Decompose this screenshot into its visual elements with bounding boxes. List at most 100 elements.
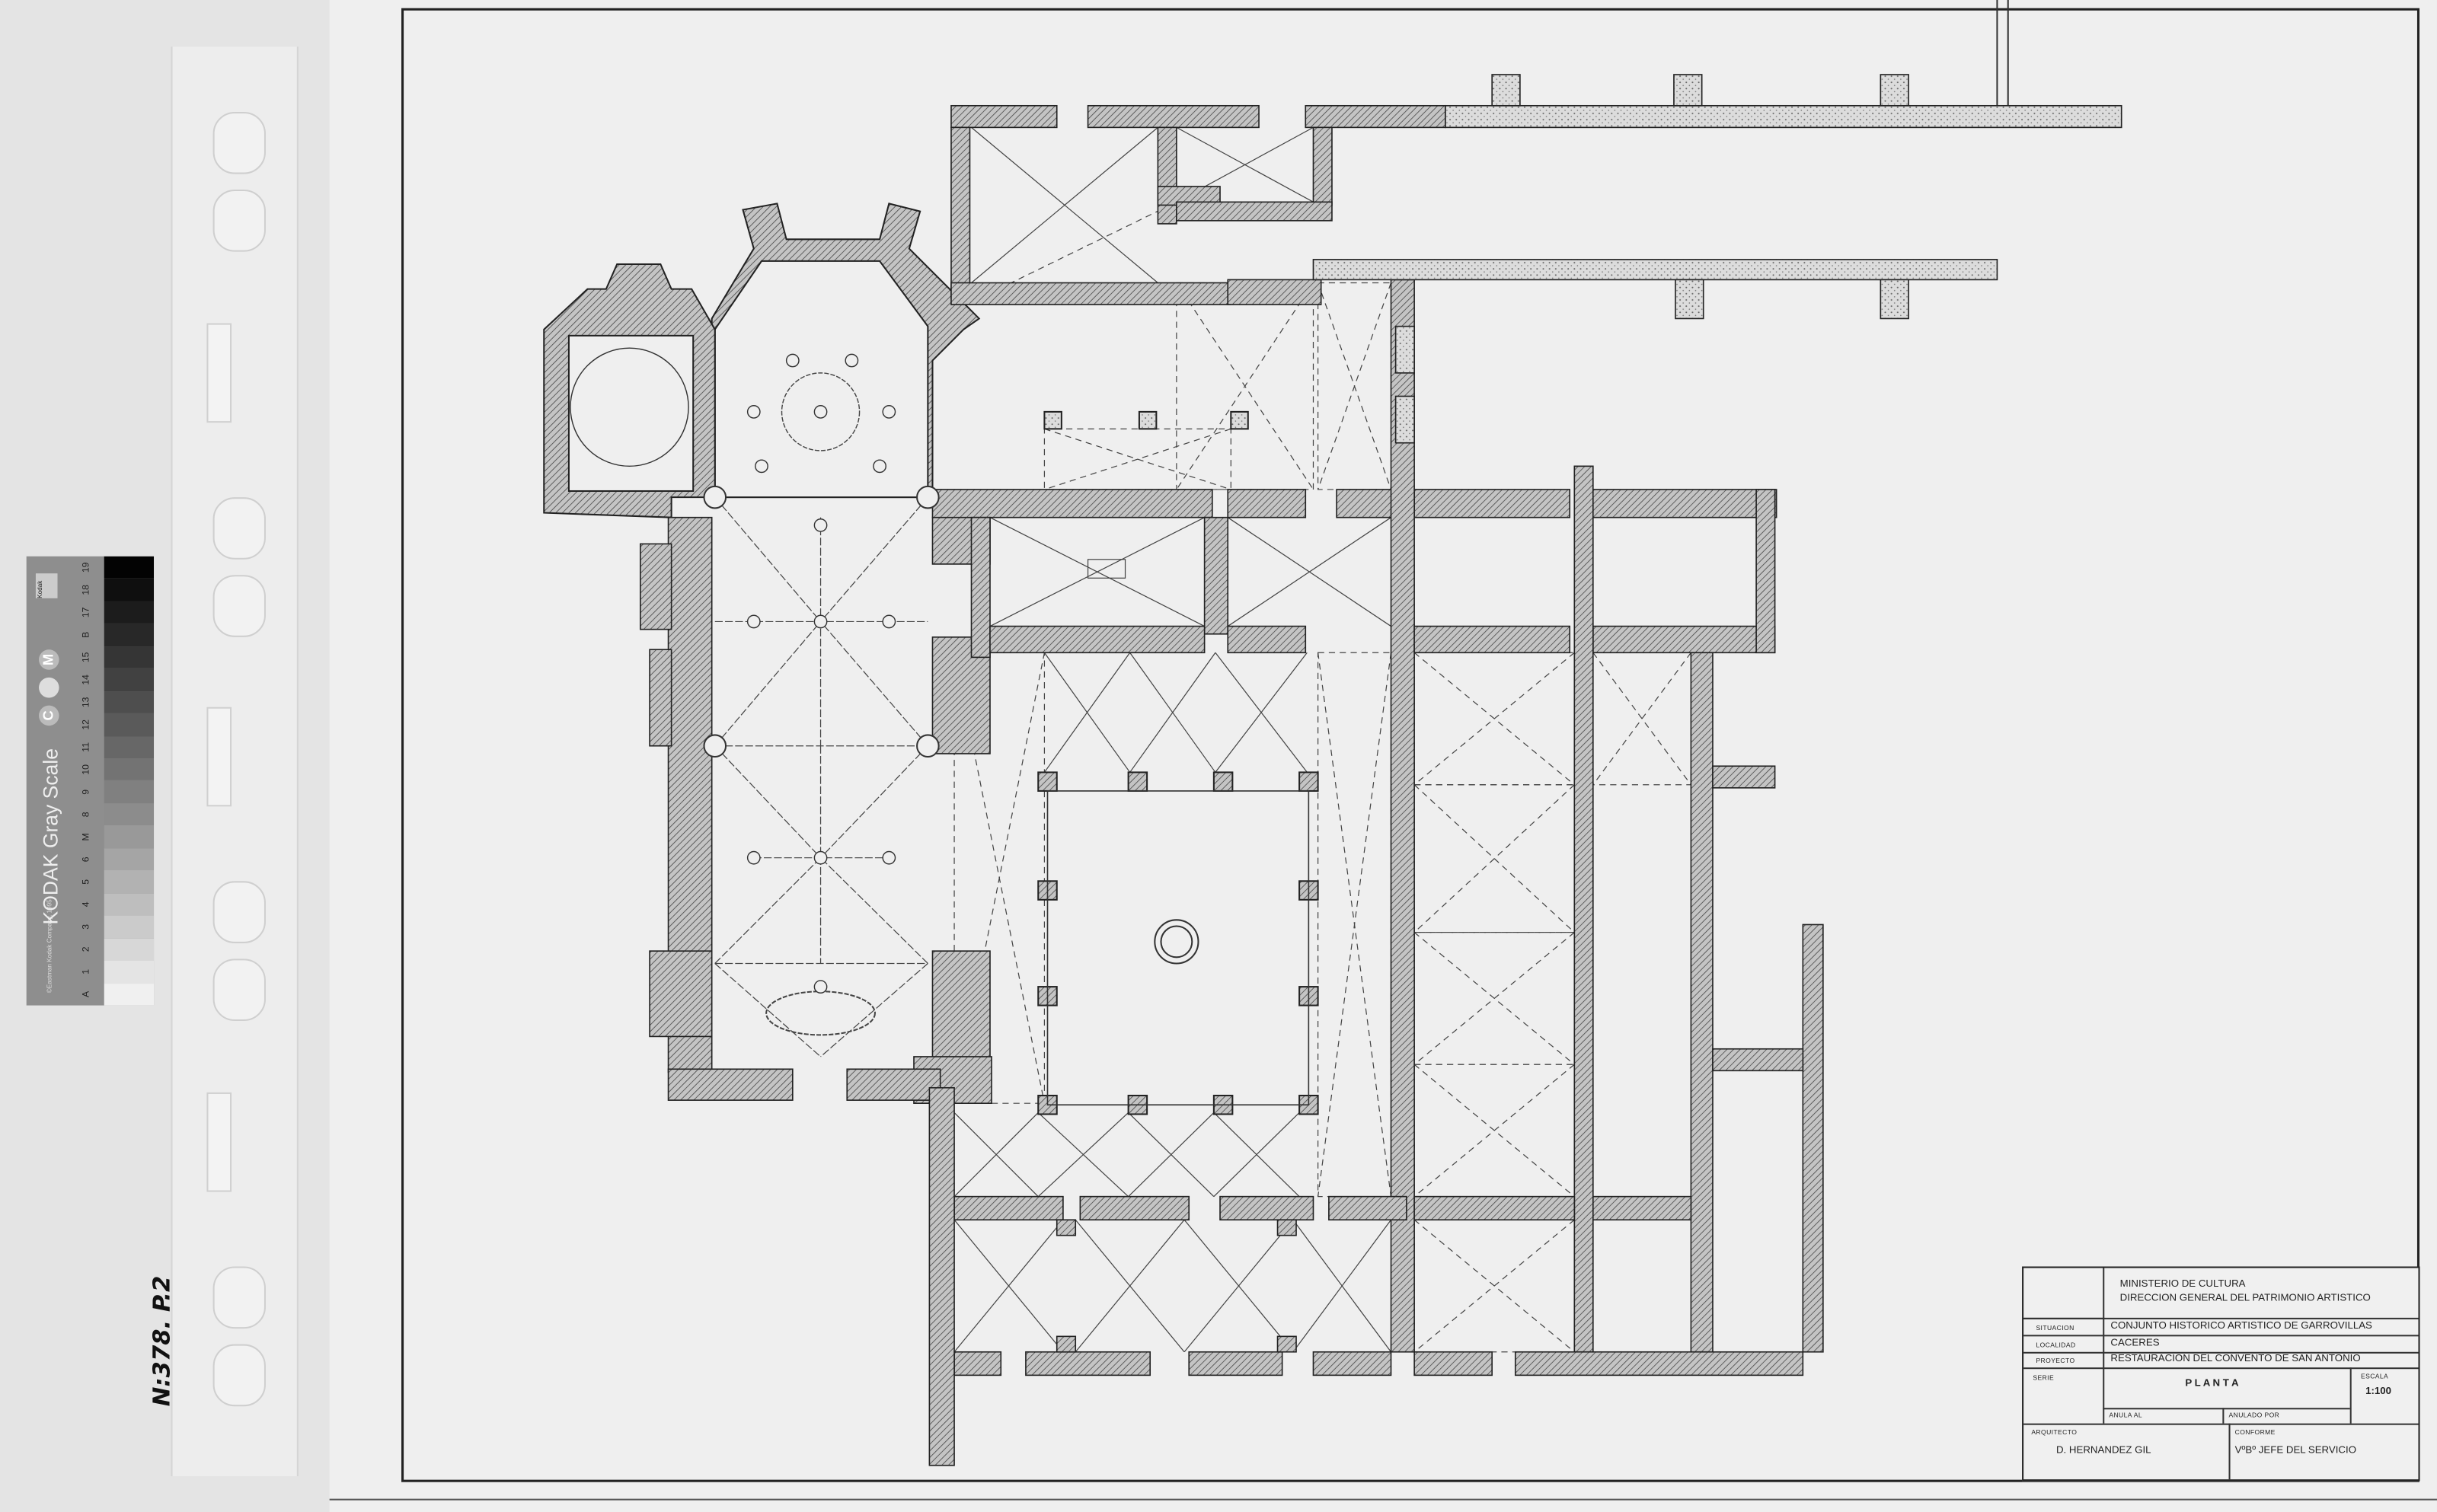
ruined-wall — [1394, 395, 1415, 444]
column-respond — [703, 734, 727, 758]
escala-label: ESCALA — [2360, 1372, 2389, 1380]
wall — [667, 1068, 794, 1101]
film-sleeve — [171, 46, 299, 1477]
cloister-pillar — [1037, 771, 1058, 792]
wall — [989, 625, 1206, 654]
ruined-wall — [1880, 74, 1909, 107]
sleeve-hole — [212, 190, 266, 252]
wall — [1056, 1219, 1077, 1236]
dashed-rib — [1413, 1219, 1575, 1353]
vault-boss — [813, 405, 828, 419]
column-respond — [916, 734, 940, 758]
vault-boss — [882, 614, 896, 629]
sleeve-hole — [212, 1266, 266, 1329]
column-respond — [703, 485, 727, 509]
wall — [1802, 923, 1824, 1353]
wall — [1056, 1335, 1077, 1353]
sheet-title: P L A N T A — [2185, 1378, 2239, 1389]
wall — [953, 1351, 1002, 1376]
cloister-pillar — [1127, 771, 1148, 792]
vault-boss — [785, 353, 800, 368]
wall — [1712, 1048, 1804, 1072]
dashed-rib — [1592, 652, 1691, 786]
church-vault-rib — [714, 963, 821, 1057]
wall — [1203, 516, 1229, 635]
wall — [970, 516, 991, 659]
church-vault-rib — [714, 745, 821, 859]
ruined-wall — [1312, 259, 1998, 281]
vault-rib — [953, 1112, 1039, 1198]
church-vault-rib — [714, 496, 822, 622]
wall — [928, 1086, 955, 1466]
ruined-wall — [1445, 104, 2122, 129]
vault-rib — [1292, 1219, 1392, 1353]
church-vault-rib — [714, 857, 821, 964]
pillar — [1138, 410, 1158, 430]
sleeve-slot — [206, 323, 232, 423]
vault-boss — [746, 850, 761, 865]
wall — [1328, 1195, 1407, 1221]
conforme-label: CONFORME — [2234, 1427, 2276, 1436]
sleeve-slot — [206, 1092, 232, 1192]
escala-value: 1:100 — [2365, 1386, 2392, 1397]
dashed-rib — [1317, 652, 1392, 1197]
conforme-value: VºBº JEFE DEL SERVICIO — [2234, 1445, 2357, 1456]
wall — [950, 104, 1058, 129]
vault-boss — [813, 518, 828, 532]
vault-boss — [813, 614, 828, 629]
wall — [1227, 279, 1322, 305]
title-block: MINISTERIO DE CULTURA DIRECCION GENERAL … — [2022, 1266, 2420, 1482]
wall — [1227, 625, 1307, 654]
dashed-rib — [1413, 932, 1575, 1065]
pillar — [1230, 410, 1249, 430]
vault-boss — [755, 459, 768, 474]
wall — [1276, 1219, 1297, 1236]
ministry-line-2: DIRECCION GENERAL DEL PATRIMONIO ARTISTI… — [2119, 1293, 2371, 1304]
wall — [649, 649, 672, 747]
ruined-wall — [1491, 74, 1521, 107]
cloister-fountain-inner — [1160, 925, 1193, 959]
apse-boss-ring — [781, 372, 861, 451]
ruined-wall — [1675, 279, 1704, 320]
wall — [639, 543, 672, 630]
sleeve-hole — [212, 111, 266, 174]
vault-boss — [845, 353, 859, 368]
wall — [1227, 489, 1307, 518]
sheet-frame — [401, 8, 2420, 1482]
vault-rib — [1128, 1112, 1215, 1198]
wall — [1413, 625, 1571, 654]
wall — [1690, 652, 1714, 1353]
cloister-pillar — [1298, 771, 1319, 792]
vault-rib — [1183, 1219, 1294, 1353]
anulado-por-label: ANULADO POR — [2228, 1411, 2280, 1419]
side-chapel-dome — [570, 347, 689, 467]
ruined-wall — [1394, 325, 1415, 374]
localidad-label: LOCALIDAD — [2036, 1341, 2076, 1349]
church — [543, 203, 1199, 1036]
church-vault-rib — [820, 857, 928, 964]
serie-label: SERIE — [2033, 1373, 2055, 1382]
wall — [1573, 489, 1777, 518]
wall — [1712, 765, 1776, 789]
vault-rib — [1037, 1112, 1129, 1198]
wall — [931, 950, 991, 1077]
wall — [953, 1195, 1064, 1221]
situacion-value: CONJUNTO HISTORICO ARTISTICO DE GARROVIL… — [2110, 1320, 2372, 1332]
arquitecto-value: D. HERNANDEZ GIL — [2055, 1445, 2151, 1456]
proyecto-label: PROYECTO — [2036, 1356, 2075, 1365]
vault-boss — [746, 614, 761, 629]
wall — [1025, 1351, 1151, 1376]
cloister-pillar — [1212, 771, 1234, 792]
wall — [1276, 1335, 1297, 1353]
sleeve-hole — [212, 1344, 266, 1407]
situacion-label: SITUACION — [2036, 1324, 2074, 1332]
wall — [1305, 104, 1446, 129]
wall — [1592, 625, 1776, 654]
cloister-garth — [1046, 790, 1310, 1106]
wall — [1176, 201, 1333, 222]
dashed-rib — [1413, 784, 1575, 933]
vault-rib — [1075, 1219, 1185, 1353]
cloister-fountain — [1154, 919, 1199, 965]
vault-boss — [873, 459, 886, 474]
